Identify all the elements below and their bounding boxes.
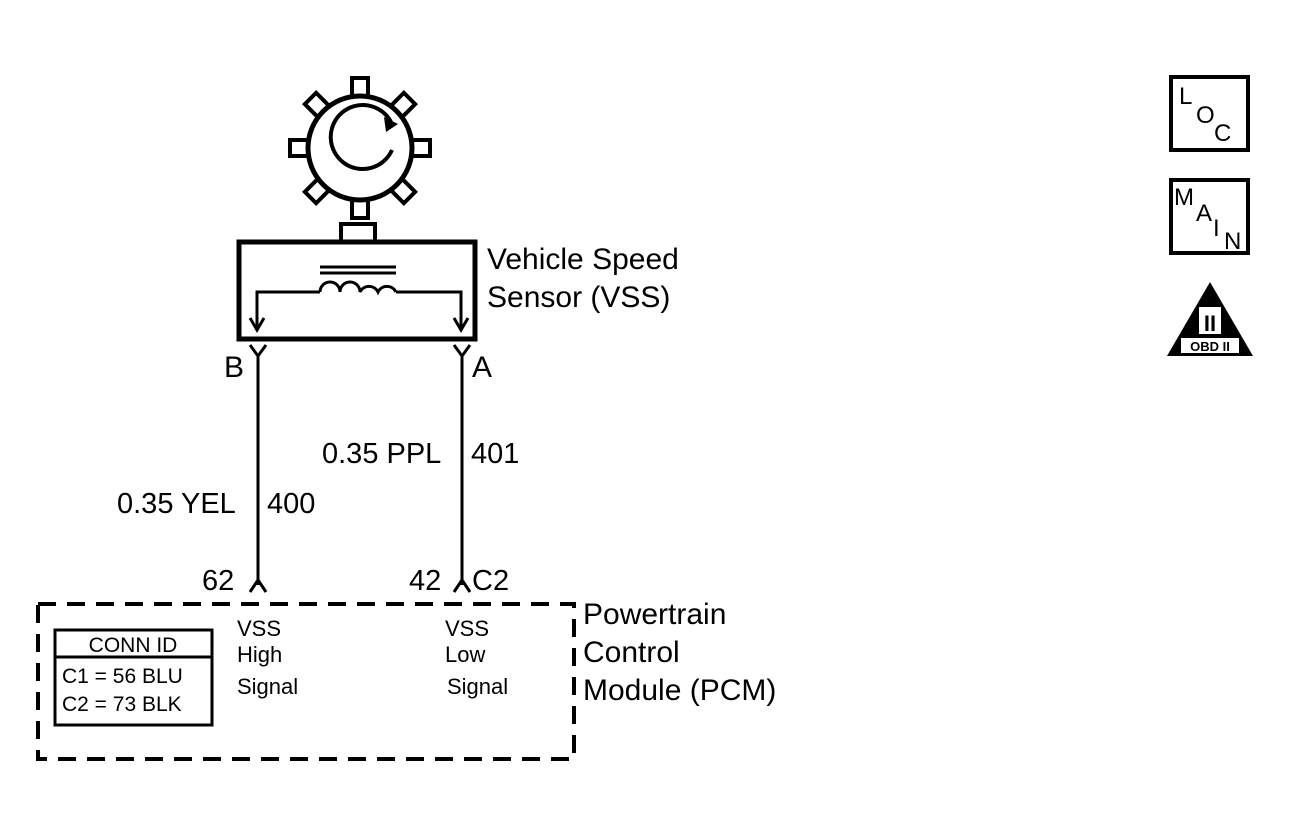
wire-400-circuit-label: 400	[267, 488, 315, 520]
pcm-name-line1: Powertrain	[583, 598, 726, 631]
svg-text:N: N	[1224, 228, 1241, 255]
vehicle-speed-sensor	[236, 222, 478, 342]
obd-ii-icon[interactable]: II OBD II	[1167, 282, 1253, 356]
connector-c2-label: C2	[472, 565, 509, 597]
svg-text:O: O	[1196, 102, 1215, 129]
pcm-name-line2: Control	[583, 636, 680, 669]
conn-id-row-c1: C1 = 56 BLU	[62, 665, 183, 688]
pcm-pin-62	[248, 577, 268, 593]
terminal-a-label: A	[472, 351, 492, 384]
vss-low-line2: Low	[445, 642, 485, 667]
vss-high-line3: Signal	[237, 674, 298, 699]
conn-id-box: CONN ID C1 = 56 BLU C2 = 73 BLK	[53, 628, 214, 727]
reluctor-wheel-icon	[288, 76, 432, 220]
loc-icon[interactable]: L O C	[1169, 75, 1250, 152]
main-icon[interactable]: M A I N	[1169, 178, 1250, 255]
terminal-b-label: B	[224, 351, 244, 384]
vss-low-line3: Signal	[447, 674, 508, 699]
sensor-terminal-b	[248, 344, 268, 359]
svg-text:A: A	[1196, 200, 1212, 227]
wire-401-color-label: 0.35 PPL	[322, 438, 441, 470]
pcm-pin-42	[452, 577, 472, 593]
pin-42-label: 42	[409, 565, 441, 597]
sensor-name-line1: Vehicle Speed	[487, 243, 679, 276]
svg-text:C: C	[1214, 120, 1231, 147]
conn-id-row-c2: C2 = 73 BLK	[62, 693, 182, 716]
wire-401-circuit-label: 401	[471, 438, 519, 470]
svg-text:M: M	[1174, 184, 1194, 211]
wire-400-color-label: 0.35 YEL	[117, 488, 236, 520]
pcm-name-line3: Module (PCM)	[583, 674, 776, 707]
vss-high-line1: VSS	[237, 616, 281, 641]
sensor-terminal-a	[452, 344, 472, 359]
pin-62-label: 62	[202, 565, 234, 597]
vss-low-line1: VSS	[445, 616, 489, 641]
vss-high-line2: High	[237, 642, 282, 667]
svg-text:OBD II: OBD II	[1190, 339, 1230, 354]
svg-text:II: II	[1204, 311, 1216, 336]
pcm-boundary	[36, 602, 576, 761]
svg-text:I: I	[1213, 215, 1220, 242]
sensor-name-line2: Sensor (VSS)	[487, 281, 670, 314]
conn-id-title: CONN ID	[89, 634, 178, 657]
svg-text:L: L	[1179, 83, 1192, 110]
